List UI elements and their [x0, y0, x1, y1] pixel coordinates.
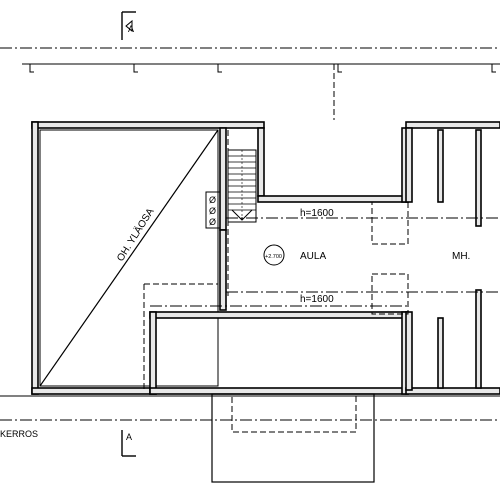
room-right-label: MH.	[452, 251, 470, 262]
section-mark-bottom: A	[121, 430, 136, 457]
annotations: h=1600 h=1600 AULA MH. +2.700 KERROS	[0, 208, 470, 439]
height-lower-label: h=1600	[300, 294, 334, 305]
section-label-top: A	[128, 24, 134, 34]
height-upper-label: h=1600	[300, 208, 334, 219]
chimney-mark-3: Ø	[209, 217, 216, 227]
stair	[227, 149, 257, 223]
hall-label: AULA	[300, 251, 326, 262]
open-to-below: OH. YLÄOSA	[37, 129, 219, 387]
chimney-mark-2: Ø	[209, 206, 216, 216]
floor-label: KERROS	[0, 429, 38, 439]
chimney-mark-1: Ø	[209, 195, 216, 205]
chimney: Ø Ø Ø	[205, 191, 221, 229]
level-mark-label: +2.700	[265, 254, 282, 260]
walls	[31, 121, 500, 395]
axis-lines	[0, 47, 500, 421]
level-mark-circle	[263, 244, 285, 266]
section-label-bottom: A	[126, 432, 132, 442]
height-limit-lines	[143, 130, 500, 483]
section-mark-top: A	[121, 11, 136, 40]
diagonal-note-label: OH. YLÄOSA	[114, 206, 156, 264]
